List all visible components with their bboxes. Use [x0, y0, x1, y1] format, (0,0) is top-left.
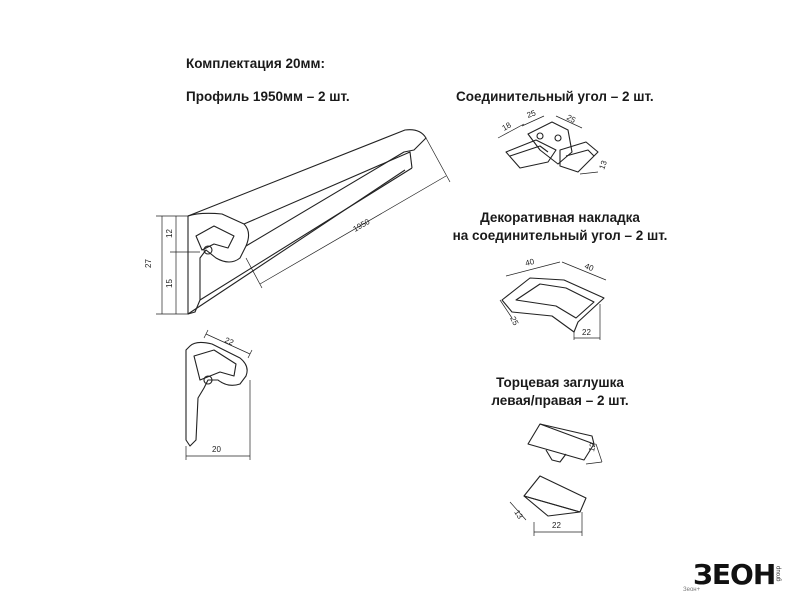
endcap-bottom-face: [523, 495, 581, 517]
profile-cross-section: 22 20: [185, 329, 253, 460]
corner-right-arm: [559, 141, 599, 173]
cover-dim-c: 25: [508, 315, 520, 327]
corner-dim-c: 25: [565, 113, 578, 125]
endcap-top-face: [539, 423, 595, 445]
brand-subtext: Зеон+: [683, 587, 701, 593]
profile-upper-label: 12: [165, 229, 174, 238]
profile-height-label: 27: [144, 259, 153, 268]
corner-title: Соединительный угол – 2 шт.: [456, 89, 654, 104]
profile-height-dimension-lines: [156, 215, 200, 315]
corner-left-arm: [505, 139, 557, 169]
cover-inner: [515, 283, 595, 319]
cover-title-line2: на соединительный угол – 2 шт.: [452, 228, 668, 243]
section-top-label: 22: [223, 336, 235, 348]
corner-dim-d: 13: [597, 159, 609, 171]
endcap-bottom-body: [523, 475, 587, 513]
section-hole: [203, 375, 213, 385]
profile-inner-web: [195, 225, 235, 251]
endcap-top-dimension-line: [585, 443, 603, 465]
kit-heading: Комплектация 20мм:: [186, 56, 325, 71]
endcap-title-line2: левая/правая – 2 шт.: [491, 393, 629, 408]
profile-upper-body: [243, 151, 413, 225]
profile-length-dimension-line: [245, 137, 451, 289]
cover-outline: [501, 277, 605, 333]
corner-hub: [527, 121, 573, 165]
profile-lower-body: [199, 167, 413, 301]
section-top-dimension-line: [203, 329, 253, 359]
cover-dim-b: 40: [583, 262, 595, 274]
brand-side-text: group: [776, 566, 782, 582]
profile-end-face: [187, 212, 250, 315]
corner-hole-left: [536, 132, 544, 140]
profile-hole: [203, 245, 213, 255]
corner-left-arm-groove: [509, 145, 549, 157]
corner-right-arm-groove: [565, 149, 595, 157]
cover-title-line1: Декоративная накладка: [480, 210, 640, 225]
cover-dimension-lines: [499, 261, 607, 340]
corner-dimension-lines: [497, 115, 599, 175]
endcap-title-line1: Торцевая заглушка: [496, 375, 624, 390]
section-bottom-dimension-line: [185, 380, 251, 460]
profile-bottom-edge: [187, 169, 406, 315]
section-bottom-label: 20: [212, 445, 221, 454]
profile-length-label: 1950: [352, 217, 372, 234]
endcap-bottom-dimension-lines: [509, 501, 583, 536]
corner-drawing: 18 25 25 13: [497, 108, 609, 175]
corner-dim-b: 25: [526, 108, 538, 120]
endcap-dim-b: 13: [512, 508, 525, 521]
brand-logo: ЗЕОН: [693, 558, 776, 591]
endcap-top-tab: [545, 449, 567, 463]
endcap-dim-c: 22: [552, 521, 561, 530]
profile-3d-drawing: 1950 27 12 15: [144, 129, 451, 315]
profile-title: Профиль 1950мм – 2 шт.: [186, 89, 350, 104]
section-inner: [193, 349, 237, 381]
cover-dim-a: 40: [524, 257, 535, 268]
cover-drawing: 40 40 25 22: [499, 257, 607, 340]
section-outline: [185, 341, 248, 447]
corner-hole-right: [554, 134, 562, 142]
profile-top-edges: [187, 129, 427, 247]
profile-lower-label: 15: [165, 279, 174, 288]
cover-dim-d: 22: [582, 328, 591, 337]
endcap-drawing: 12 13 22: [509, 423, 603, 536]
endcap-dim-a: 12: [587, 441, 598, 452]
